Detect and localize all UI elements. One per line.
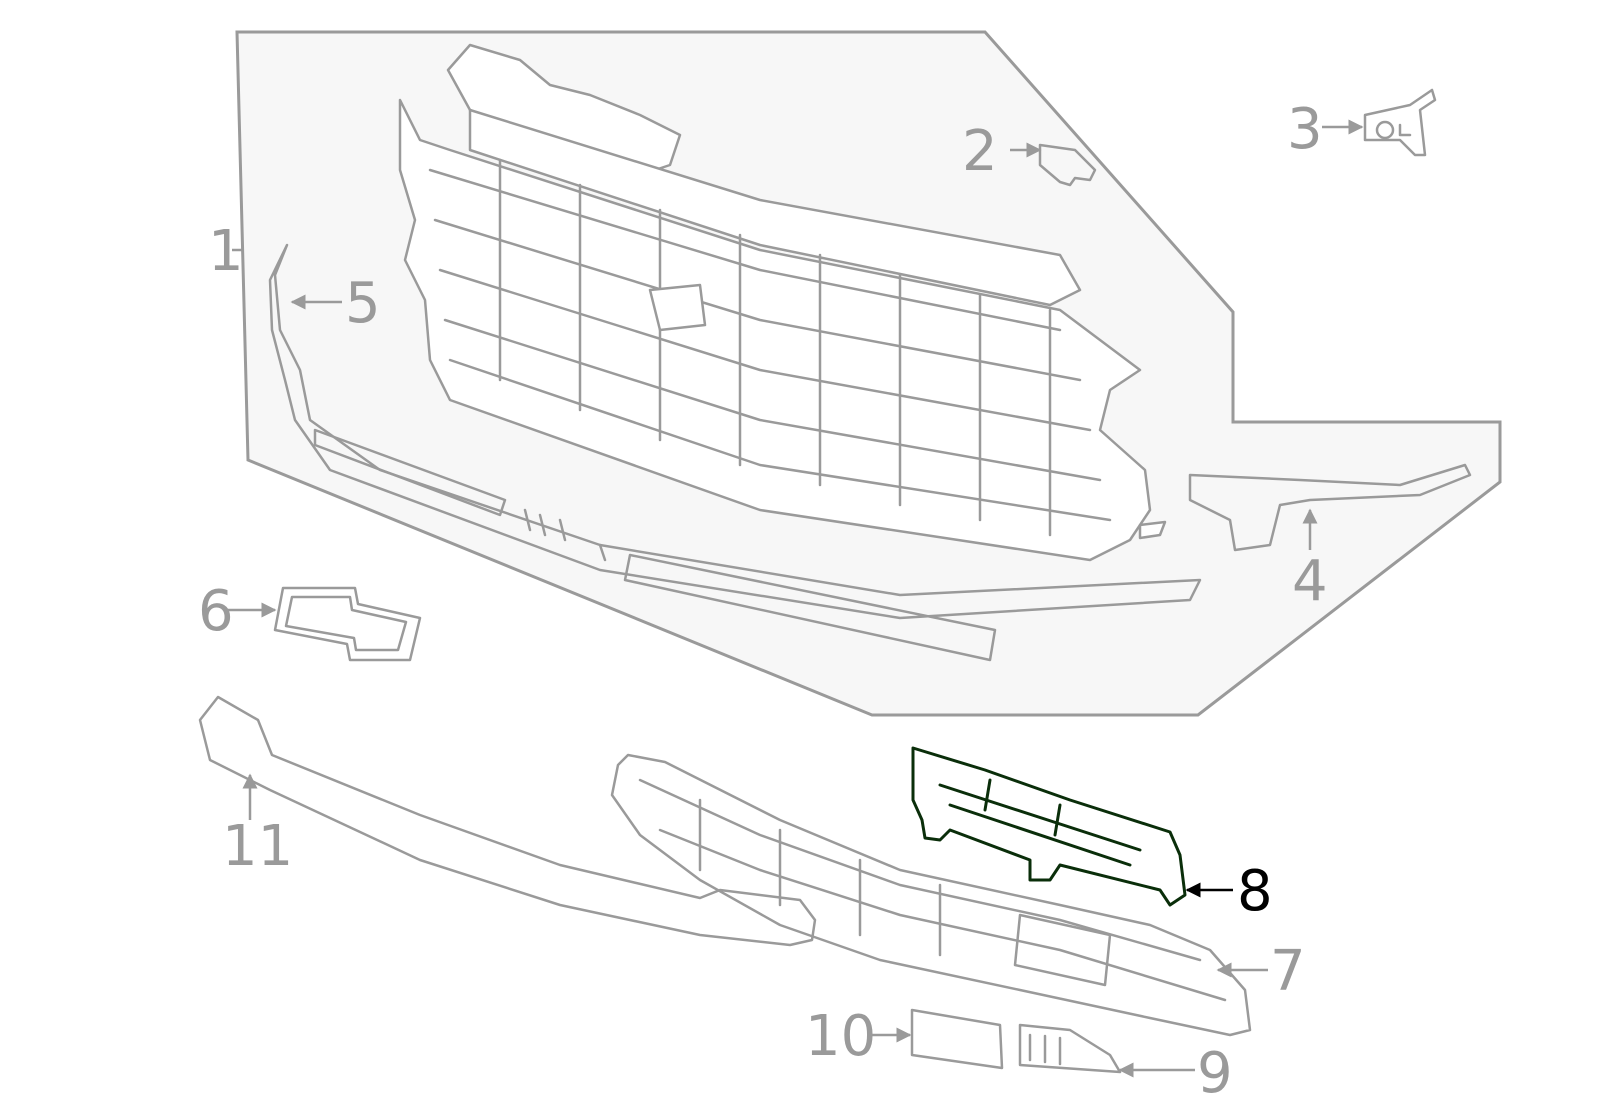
callout-5[interactable]: 5 <box>345 271 381 336</box>
part-10-cover[interactable] <box>910 1008 1004 1070</box>
callout-7[interactable]: 7 <box>1270 939 1306 1004</box>
callout-11[interactable]: 11 <box>222 814 293 879</box>
callout-4[interactable]: 4 <box>1292 549 1328 614</box>
part-4-side-bracket[interactable] <box>1188 463 1472 552</box>
part-9-corner-piece[interactable] <box>1018 1023 1122 1074</box>
part-1-grille[interactable] <box>398 43 1167 562</box>
leader-lines <box>228 119 1364 1078</box>
callout-1[interactable]: 1 <box>208 219 244 284</box>
part-2-clip[interactable] <box>1038 143 1097 187</box>
part-7-lower-grille[interactable] <box>610 753 1252 1037</box>
part-11-lower-molding[interactable] <box>198 695 817 947</box>
part-8-center-bracket[interactable] <box>911 746 1187 907</box>
callout-8[interactable]: 8 <box>1237 859 1273 924</box>
callout-9[interactable]: 9 <box>1197 1041 1233 1105</box>
callout-10[interactable]: 10 <box>805 1004 876 1069</box>
callout-labels: 1 2 3 4 5 6 7 8 9 10 11 <box>198 97 1328 1105</box>
callout-6[interactable]: 6 <box>198 579 234 644</box>
callout-2[interactable]: 2 <box>962 119 998 184</box>
part-5-trim-strip[interactable] <box>268 243 1202 662</box>
part-6-emblem[interactable] <box>273 586 422 662</box>
part-3-sensor-bracket[interactable] <box>1363 88 1437 157</box>
callout-3[interactable]: 3 <box>1287 97 1323 162</box>
